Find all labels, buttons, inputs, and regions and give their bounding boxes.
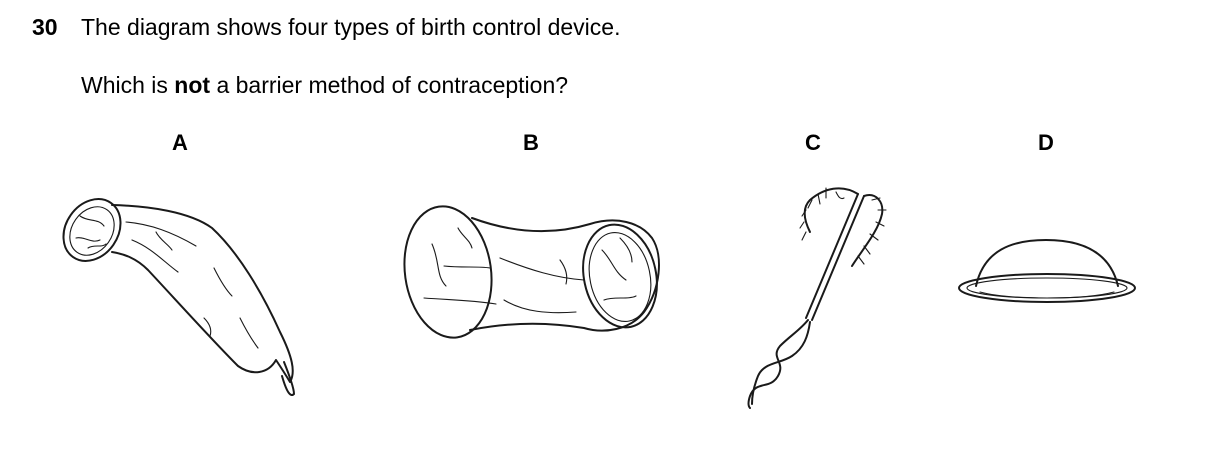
question-number: 30 bbox=[32, 14, 58, 40]
female-condom-drawing bbox=[403, 205, 660, 339]
question-ask: Which is not a barrier method of contrac… bbox=[81, 72, 568, 99]
iud-drawing bbox=[747, 187, 887, 409]
ask-before: Which is bbox=[81, 72, 175, 98]
option-label-d: D bbox=[1038, 130, 1054, 155]
male-condom-drawing bbox=[62, 198, 295, 396]
option-label-a: A bbox=[172, 130, 188, 155]
option-label-b: B bbox=[523, 130, 539, 155]
ask-after: a barrier method of contraception? bbox=[210, 72, 569, 98]
diaphragm-drawing bbox=[958, 239, 1136, 303]
question-stem: The diagram shows four types of birth co… bbox=[81, 14, 621, 40]
ask-emphasis: not bbox=[174, 72, 211, 98]
option-label-c: C bbox=[805, 130, 821, 155]
